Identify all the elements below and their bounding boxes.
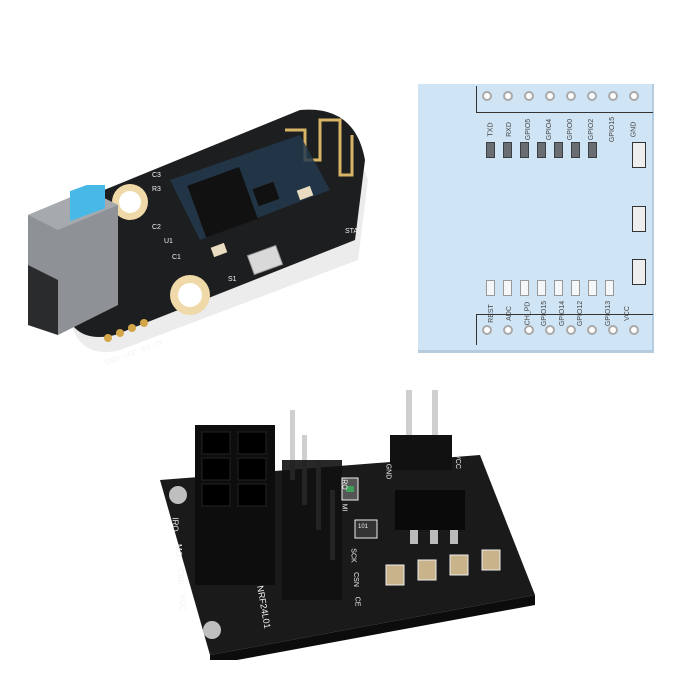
side-component-3 — [632, 259, 646, 285]
esp-adapter-board: TXD RXD GPIO5 GPIO4 GPIO0 GPIO2 GPIO15 G… — [418, 84, 654, 353]
bottom-header-outline — [476, 314, 653, 345]
label-c1: C1 — [172, 254, 181, 261]
top-pin-gpio5: GPIO5 — [525, 118, 533, 141]
label-sta: STA. — [345, 228, 361, 235]
nrf-adapter: 101 IRO MO CSN VCC NRF24L01 IRO MI SCK C… — [150, 380, 550, 660]
label-r3: R3 — [152, 186, 161, 193]
bottom-pin-row — [480, 324, 652, 340]
top-pin-gpio4: GPIO4 — [546, 118, 554, 141]
top-pin-row — [480, 90, 652, 106]
top-pin-txd: TXD — [487, 122, 495, 137]
bluetooth-board-graphic — [55, 109, 368, 352]
side-component-1 — [632, 142, 646, 168]
bottom-smd-pads — [484, 280, 634, 300]
top-smd-pads — [484, 142, 654, 162]
power-label-gnd: GND — [384, 463, 392, 480]
resistor-code: 101 — [358, 524, 369, 530]
label-c2: C2 — [152, 224, 161, 231]
nrf-board-graphic — [160, 390, 535, 660]
pin-label-gnd: GND — [103, 355, 121, 368]
top-pin-gpio15: GPIO15 — [609, 116, 617, 143]
top-pin-gpio2: GPIO2 — [588, 118, 596, 141]
right-label-mi: MI — [340, 503, 348, 512]
pin-label-rx: RX — [140, 343, 152, 354]
right-label-sck: SCK — [349, 548, 357, 563]
side-component-2 — [632, 206, 646, 232]
top-pin-gpio0: GPIO0 — [567, 118, 575, 141]
top-pin-rxd: RXD — [505, 122, 513, 137]
right-label-csn: CSN — [351, 572, 359, 587]
right-label-iro: IRO — [340, 477, 348, 490]
right-label-ce: CE — [353, 596, 361, 607]
right-pin-labels: IRO MI SCK CSN CE — [338, 460, 398, 610]
pin-label-vcc: VCC — [122, 348, 139, 361]
power-label-vcc: VCC — [453, 454, 461, 469]
rj-connector — [18, 178, 118, 345]
left-pin-labels: IRO MO CSN VCC — [168, 510, 208, 620]
label-s1: S1 — [228, 276, 237, 283]
top-pin-gnd: GND — [630, 121, 638, 138]
left-label-vcc: VCC — [177, 594, 187, 611]
label-u1: U1 — [164, 238, 173, 245]
left-label-iro: IRO — [170, 517, 180, 532]
top-header-outline — [476, 86, 653, 113]
left-label-csn: CSN — [175, 568, 185, 585]
label-c3: C3 — [152, 172, 161, 179]
left-label-mo: MO — [173, 544, 183, 557]
bluetooth-module: C3 R3 C2 U1 C1 S1 STA. GND VCC RX TX — [0, 90, 380, 370]
pin-label-tx: TX — [153, 339, 165, 350]
